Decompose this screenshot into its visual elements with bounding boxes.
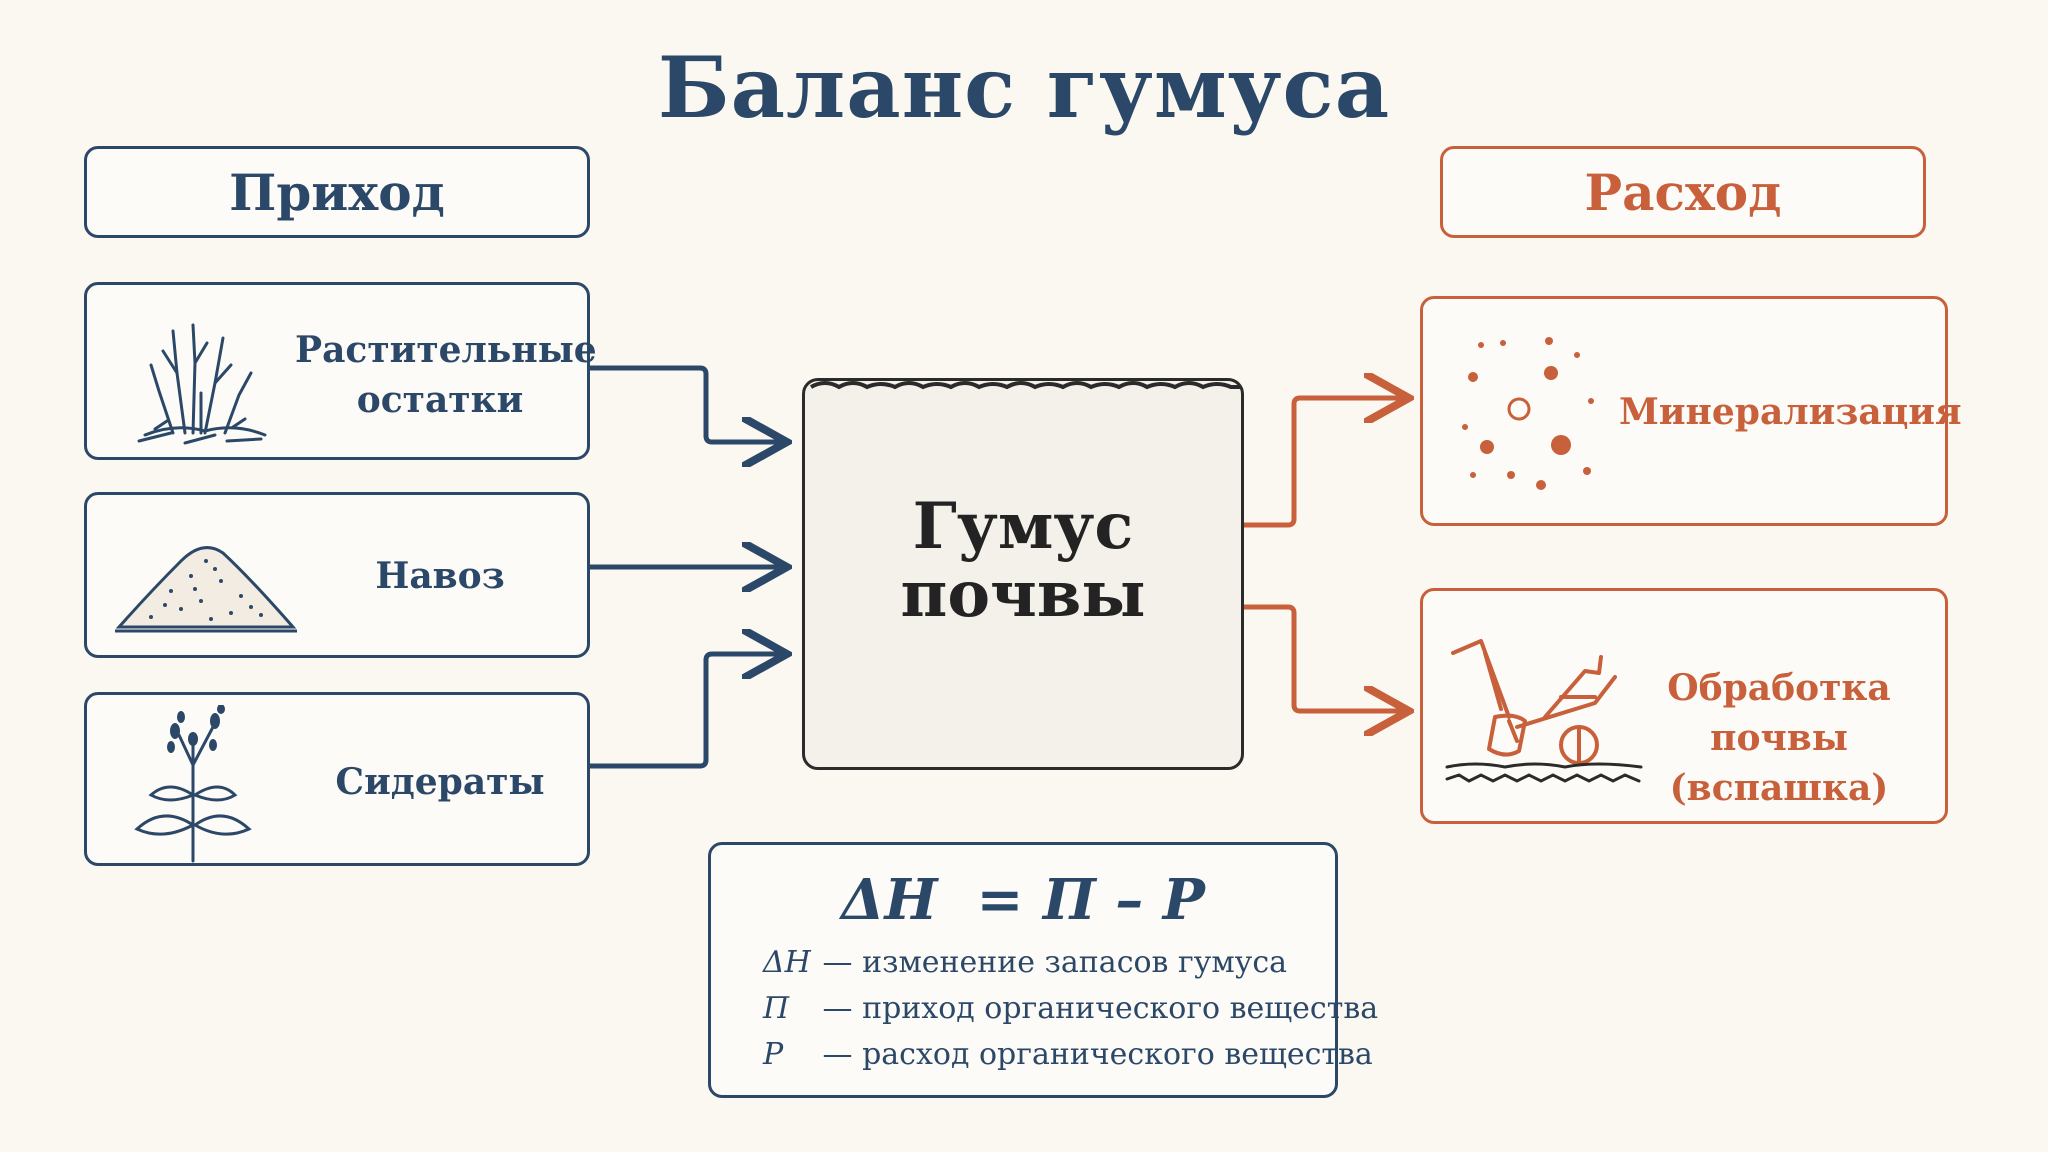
tillage-label: Обработка почвы (вспашка)	[1667, 667, 1891, 809]
income-card-plant-residue: Растительные остатки	[84, 282, 597, 460]
balance-formula: ΔH = П – Р	[841, 867, 1205, 933]
soil-surface-texture	[810, 381, 1241, 390]
legend-text: — расход органического вещества	[822, 1037, 1373, 1072]
arrow-green-manure	[590, 654, 782, 769]
income-header: Приход	[84, 146, 590, 238]
plant-residue-icon	[137, 323, 267, 445]
arrow-mineralization	[1244, 398, 1404, 528]
arrow-plant-residue	[590, 365, 782, 442]
income-card-manure: Навоз	[84, 492, 590, 658]
legend-symbol: Р	[763, 1037, 784, 1072]
green-manure-plant-icon	[134, 705, 252, 863]
legend-text: — приход органического вещества	[822, 991, 1379, 1026]
soil-humus-label: Гумус почвы	[900, 489, 1146, 632]
formula-legend-item: Р — расход органического вещества	[763, 1037, 1373, 1072]
mineralization-label: Минерализация	[1619, 391, 1962, 433]
soil-humus-box: Гумус почвы	[802, 378, 1244, 770]
expense-header: Расход	[1440, 146, 1926, 238]
legend-symbol: ΔH	[763, 945, 811, 980]
manure-pile-icon	[115, 546, 297, 633]
formula-box: ΔH = П – Р ΔH — изменение запасов гумуса…	[708, 842, 1378, 1098]
legend-symbol: П	[763, 991, 790, 1026]
formula-legend-item: П — приход органического вещества	[763, 991, 1378, 1026]
diagram-title: Баланс гумуса	[657, 38, 1391, 137]
green-manure-label: Сидераты	[335, 761, 545, 803]
expense-card-tillage: Обработка почвы (вспашка)	[1420, 588, 1948, 824]
manure-label: Навоз	[375, 555, 505, 597]
expense-card-mineralization: Минерализация	[1420, 296, 1962, 526]
income-arrows	[590, 365, 782, 769]
income-card-green-manure: Сидераты	[84, 692, 590, 866]
arrow-tillage	[1244, 604, 1404, 711]
plant-residue-label: Растительные остатки	[295, 329, 597, 421]
legend-text: — изменение запасов гумуса	[822, 945, 1288, 980]
expense-arrows	[1244, 398, 1404, 711]
mineral-particles-icon	[1462, 337, 1594, 490]
formula-legend-item: ΔH — изменение запасов гумуса	[763, 945, 1287, 980]
plow-icon	[1445, 639, 1643, 783]
